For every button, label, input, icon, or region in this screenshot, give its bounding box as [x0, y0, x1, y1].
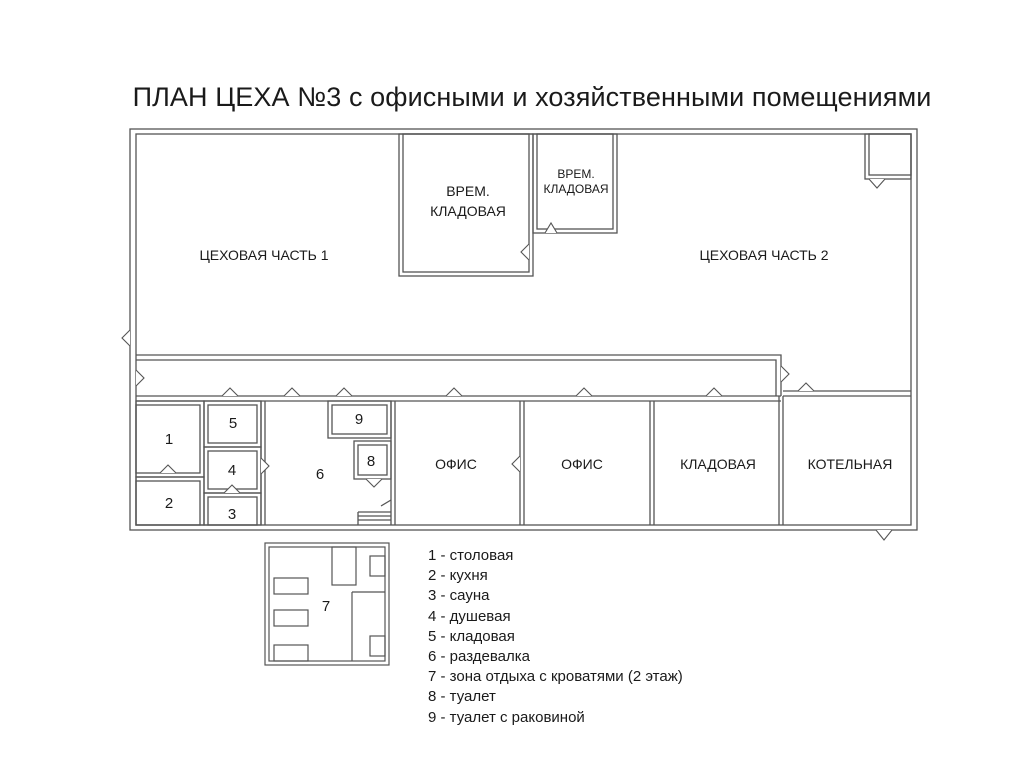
- door-room8: [365, 478, 383, 488]
- temp-storage-2-wall-inner: [536, 133, 614, 230]
- label-boiler: КОТЕЛЬНАЯ: [808, 456, 893, 472]
- room-9-wall: [327, 400, 392, 439]
- label-temp-storage-2-l2: КЛАДОВАЯ: [543, 182, 608, 196]
- legend-item: 6 - раздевалка: [428, 648, 530, 666]
- room-7-wall: [264, 542, 390, 666]
- door-storage-corridor: [705, 387, 723, 397]
- door-room5-corridor: [221, 387, 239, 397]
- bed-icon: [273, 609, 309, 627]
- label-room-6: 6: [316, 466, 324, 483]
- label-room-2: 2: [165, 495, 173, 512]
- bed-icon: [331, 546, 357, 586]
- label-room-1: 1: [165, 431, 173, 448]
- label-room-9: 9: [355, 411, 363, 428]
- room-3-wall-inner: [207, 496, 258, 526]
- door-workshop1-left: [121, 329, 131, 347]
- room-7-inset: [264, 542, 390, 666]
- legend-item: 8 - туалет: [428, 688, 496, 706]
- stairs: [357, 499, 392, 525]
- label-storage: КЛАДОВАЯ: [680, 456, 756, 472]
- label-temp-storage-1-l1: ВРЕМ.: [446, 183, 490, 199]
- door-temp-storage-1: [520, 243, 530, 261]
- legend-item: 5 - кладовая: [428, 627, 515, 645]
- legend-item: 1 - столовая: [428, 547, 514, 564]
- label-workshop-2: ЦЕХОВАЯ ЧАСТЬ 2: [699, 247, 828, 263]
- partition-boiler-left: [778, 396, 784, 525]
- door-office1-side: [511, 455, 521, 473]
- label-office-1: ОФИС: [435, 456, 477, 472]
- legend-item: 4 - душевая: [428, 607, 511, 625]
- partition-boiler-top: [783, 390, 911, 397]
- outer-wall-outer: [129, 128, 918, 531]
- label-room-7: 7: [322, 598, 330, 615]
- partition-line: [351, 591, 385, 661]
- legend: 1 - столовая 2 - кухня 3 - сауна 4 - душ…: [428, 546, 683, 728]
- temp-storage-1-wall-inner: [402, 133, 530, 273]
- legend-item: 9 - туалет с раковиной: [428, 708, 585, 726]
- partition-storage-left: [649, 401, 655, 525]
- room-2-wall-inner: [135, 480, 201, 526]
- label-temp-storage-1-l2: КЛАДОВАЯ: [430, 203, 506, 219]
- room-9-wall-inner: [331, 404, 388, 435]
- legend-item: 3 - сауна: [428, 587, 490, 605]
- corner-box: [864, 133, 912, 180]
- door-corridor-right: [780, 365, 790, 383]
- bed-icon: [273, 644, 309, 662]
- door-corridor-left: [135, 369, 145, 387]
- door-temp-storage-2: [544, 221, 558, 234]
- label-room-4: 4: [228, 462, 236, 479]
- door-office1-corridor: [445, 387, 463, 397]
- door-boiler-corridor: [797, 382, 815, 392]
- label-workshop-1: ЦЕХОВАЯ ЧАСТЬ 1: [199, 247, 328, 263]
- partition-office-2-left: [519, 401, 525, 525]
- door-room9-corridor: [335, 387, 353, 397]
- door-room1: [159, 464, 177, 474]
- door-office2-corridor: [575, 387, 593, 397]
- room-5-wall-inner: [207, 404, 258, 444]
- locker-icon: [369, 555, 386, 577]
- corridor-end-wall: [775, 368, 782, 396]
- door-corner-box: [868, 178, 886, 189]
- room-8-wall-inner: [357, 444, 388, 476]
- corridor-wall-top: [136, 354, 782, 368]
- corridor-wall-bottom: [136, 395, 781, 402]
- door-room4: [260, 457, 270, 475]
- label-temp-storage-2-l1: ВРЕМ.: [557, 167, 594, 181]
- label-room-3: 3: [228, 506, 236, 523]
- door-boiler-outside: [875, 529, 893, 541]
- door-room6-corridor: [283, 387, 301, 397]
- room-7-wall-inner: [268, 546, 386, 662]
- corner-box-inner: [868, 133, 912, 176]
- plan-title: ПЛАН ЦЕХА №3 с офисными и хозяйственными…: [132, 82, 932, 112]
- label-office-2: ОФИС: [561, 456, 603, 472]
- label-room-8: 8: [367, 453, 375, 470]
- legend-item: 2 - кухня: [428, 567, 488, 585]
- bed-icon: [273, 577, 309, 595]
- door-room3: [223, 484, 241, 494]
- legend-item: 7 - зона отдыха с кроватями (2 этаж): [428, 668, 683, 686]
- locker-icon: [369, 635, 386, 657]
- label-room-5: 5: [229, 415, 237, 432]
